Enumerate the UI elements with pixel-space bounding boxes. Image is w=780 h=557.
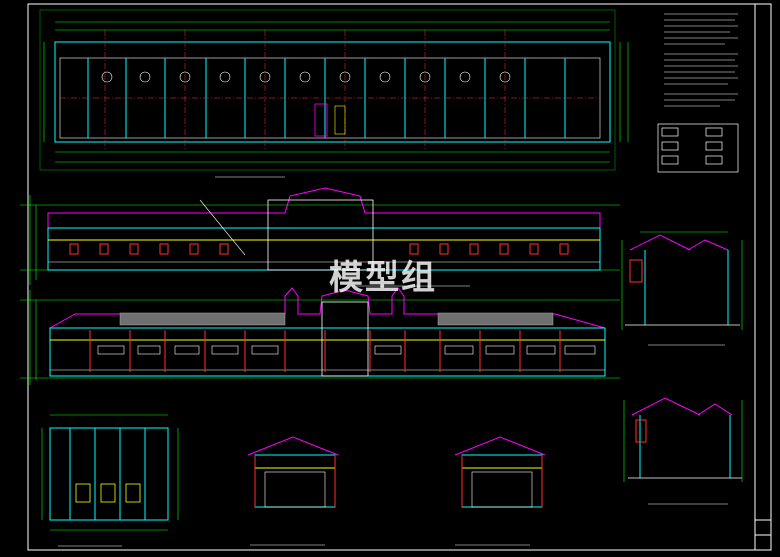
sheet-frame xyxy=(27,3,772,551)
second-floor-plan xyxy=(41,414,179,547)
watermark: 模型组 xyxy=(329,258,437,298)
legend-boxes xyxy=(657,123,739,173)
side-elevation-right xyxy=(454,436,546,546)
section-2-2 xyxy=(623,397,743,505)
side-elevation-left xyxy=(247,436,339,546)
first-floor-plan xyxy=(39,9,629,178)
front-elevation xyxy=(20,287,620,385)
notes-panel xyxy=(657,13,739,173)
rear-elevation xyxy=(20,187,620,287)
section-1-1 xyxy=(621,231,743,346)
